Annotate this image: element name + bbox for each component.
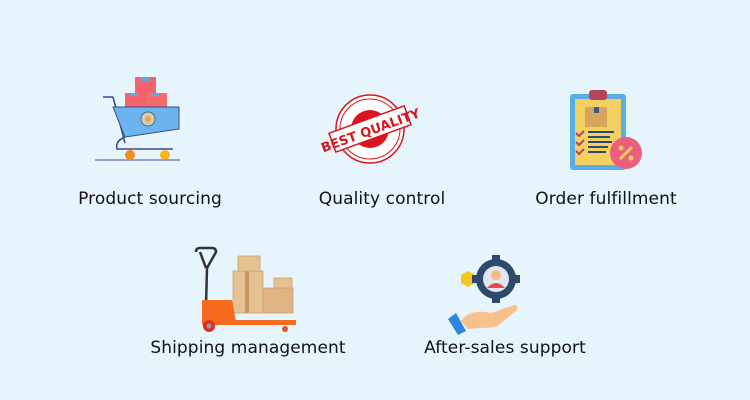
hand-gear-support-icon bbox=[448, 255, 520, 335]
label-product-sourcing: Product sourcing bbox=[78, 189, 222, 209]
best-quality-stamp-icon: BEST QUALITY bbox=[319, 94, 423, 164]
label-after-sales-support: After-sales support bbox=[424, 338, 586, 358]
label-quality-control: Quality control bbox=[318, 189, 446, 209]
shopping-cart-icon bbox=[95, 77, 180, 161]
pallet-jack-boxes-icon bbox=[194, 246, 296, 332]
label-order-fulfillment: Order fulfillment bbox=[535, 189, 677, 209]
label-shipping-management: Shipping management bbox=[150, 338, 346, 358]
clipboard-order-icon bbox=[570, 90, 642, 170]
